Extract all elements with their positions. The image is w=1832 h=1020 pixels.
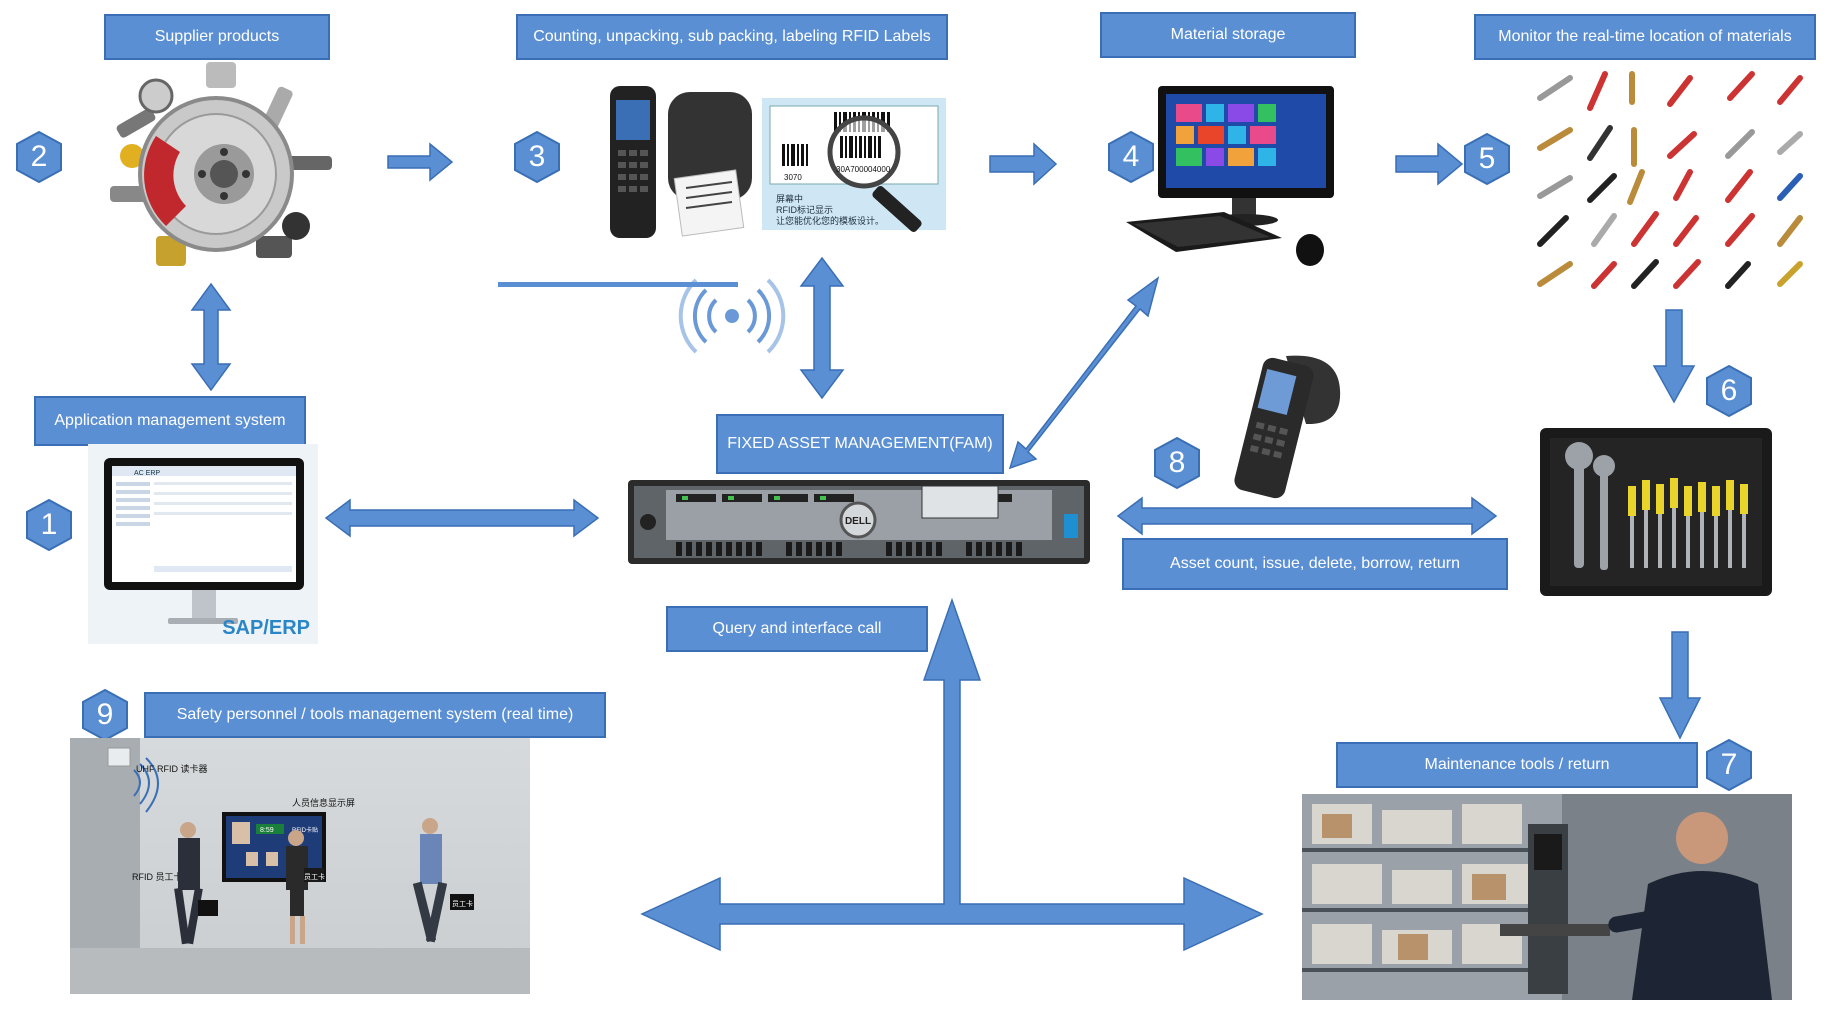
mouse-icon — [1296, 234, 1324, 266]
wrench-icon — [1565, 442, 1615, 570]
maintenance-warehouse-image — [1302, 794, 1792, 1000]
arrow-query-distribution — [640, 597, 1264, 952]
safety-system-image: UHF RFID 读卡器 人员信息显示屏 RFID 员工卡 8:59 RFID卡… — [70, 738, 530, 994]
material-storage-image — [1126, 86, 1334, 266]
rfid-handheld-image — [1234, 355, 1341, 499]
label-cn-2: RFID标记显示 — [776, 204, 833, 215]
badge-7: 7 — [1702, 738, 1756, 792]
arrow-counting-to-storage — [989, 142, 1058, 186]
label-monitor-location: Monitor the real-time location of materi… — [1474, 14, 1816, 60]
toolbox-image — [1540, 428, 1772, 596]
arrow-storage-to-monitor — [1395, 142, 1464, 186]
wall-screen-tag: RFID卡贴 — [292, 826, 318, 834]
rfid-signal-icon — [678, 278, 786, 354]
arrow-supplier-to-counting — [387, 142, 454, 182]
arrow-toolbox-to-maintenance — [1658, 631, 1702, 740]
rfid-line — [498, 282, 738, 287]
handheld-scanner-icon — [610, 86, 656, 238]
arrow-fam-storage-double — [1008, 276, 1160, 470]
person-3: 员工卡 — [412, 818, 474, 943]
label-material-storage: Material storage — [1100, 12, 1356, 58]
label-code-1: 3070 — [784, 173, 802, 182]
erp-brand-label: SAP/ERP — [222, 617, 310, 639]
badge-6: 6 — [1702, 364, 1756, 418]
badge-9: 9 — [78, 688, 132, 742]
label-code-2: 30A700004000 — [836, 165, 891, 174]
rfid-signal-icon — [133, 757, 159, 813]
label-fam: FIXED ASSET MANAGEMENT(FAM) — [716, 414, 1004, 474]
server-icon: DELL — [628, 480, 1090, 564]
label-cn-3: 让您能优化您的模板设计。 — [776, 215, 884, 226]
keyboard-icon — [1500, 924, 1610, 936]
label-asset-count: Asset count, issue, delete, borrow, retu… — [1122, 538, 1508, 590]
handheld-scanner-icon — [1234, 355, 1341, 499]
label-printer-icon — [668, 92, 752, 237]
person-2: 员工卡 — [286, 830, 325, 944]
label-supplier-products: Supplier products — [104, 14, 330, 60]
badge-4: 4 — [1104, 130, 1158, 184]
magnifier-icon: 30A700004000 — [827, 115, 922, 232]
arrow-fam-assetcount-double — [1116, 496, 1498, 536]
label-query-interface: Query and interface call — [666, 606, 928, 652]
keyboard-icon — [1126, 212, 1282, 252]
auto-parts-icon — [110, 62, 332, 266]
arrow-counting-fam-double — [799, 256, 845, 400]
badge-1: 1 — [22, 498, 76, 552]
label-application-management: Application management system — [34, 396, 306, 446]
badge-5: 5 — [1460, 132, 1514, 186]
tools-icon — [1537, 71, 1803, 289]
badge-card-2: 员工卡 — [452, 899, 473, 908]
monitor-icon: AC ERP — [104, 458, 304, 624]
label-maintenance: Maintenance tools / return — [1336, 742, 1698, 788]
wall-screen-time: 8:59 — [260, 827, 274, 834]
wall-reader-label: UHF RFID 读卡器 — [136, 763, 208, 774]
label-counting: Counting, unpacking, sub packing, labeli… — [516, 14, 948, 60]
arrow-supplier-app-double — [190, 282, 232, 392]
tools-grid-image — [1537, 71, 1803, 289]
monitor-icon — [1158, 86, 1334, 226]
wall-badge-label: RFID 员工卡 — [132, 871, 183, 882]
erp-monitor-image: AC ERP SAP/ERP — [88, 444, 318, 644]
supplier-products-image — [110, 62, 332, 266]
erp-window-title: AC ERP — [134, 470, 160, 477]
screwdriver-set-icon — [1628, 478, 1748, 568]
badge-2: 2 — [12, 130, 66, 184]
arrow-monitor-to-toolbox — [1652, 309, 1696, 404]
badge-3: 3 — [510, 130, 564, 184]
wall-screen-label: 人员信息显示屏 — [292, 797, 355, 808]
badge-8: 8 — [1150, 436, 1204, 490]
dell-logo: DELL — [845, 516, 871, 527]
arrow-erp-fam-double — [324, 498, 600, 538]
badge-card-1: 员工卡 — [304, 872, 325, 881]
person-1 — [174, 822, 218, 945]
label-safety-system: Safety personnel / tools management syst… — [144, 692, 606, 738]
label-cn-1: 屏幕中 — [776, 193, 803, 204]
counting-devices-image: 3070 屏幕中 RFID标记显示 让您能优化您的模板设计。 30A700004… — [610, 86, 946, 238]
fam-server-image: DELL — [628, 480, 1090, 564]
worker — [1608, 812, 1772, 1000]
uhf-reader-icon — [107, 747, 131, 767]
